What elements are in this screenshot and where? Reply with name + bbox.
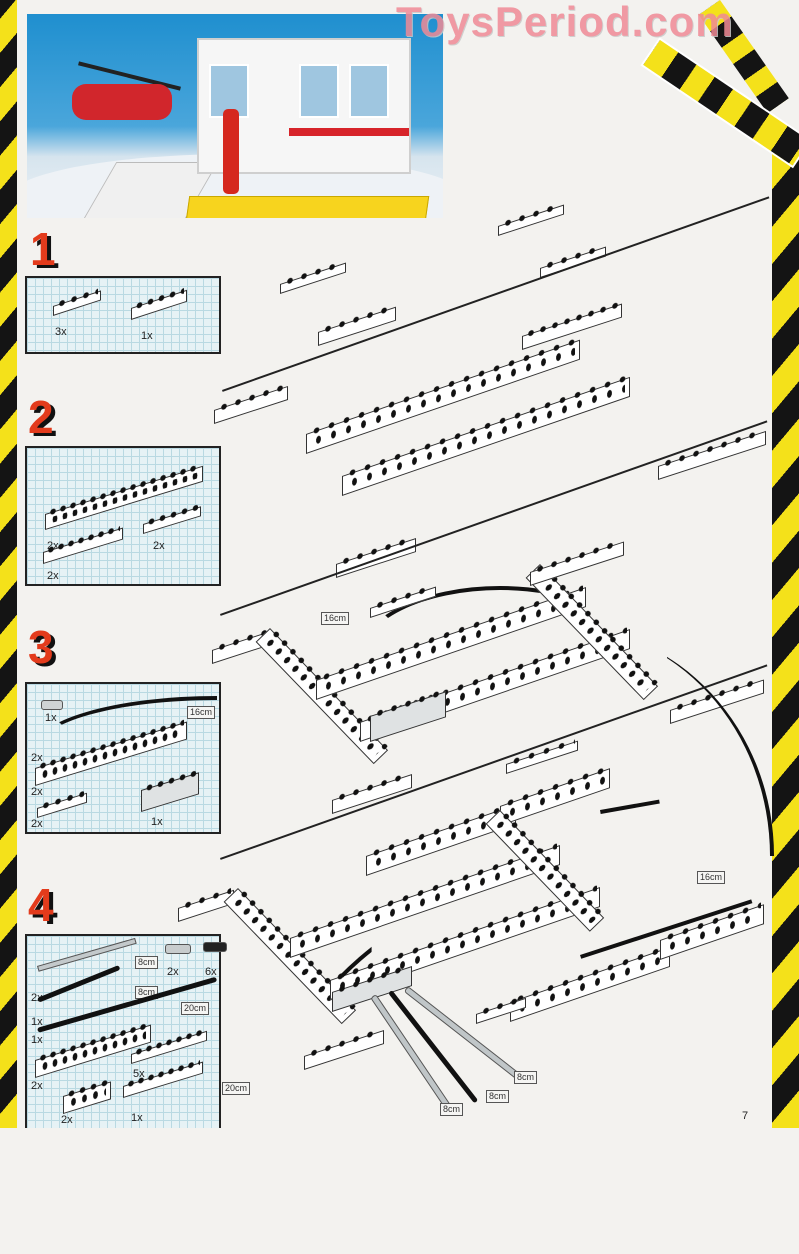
cabin-window [349,64,389,118]
helicopter [72,84,172,120]
step-number-1: 1 [30,223,56,275]
distribution-block [370,688,446,742]
plate-2x6-icon [43,524,123,564]
plate-2x4-icon [214,382,288,424]
plate-1x4-icon [506,737,578,774]
technic-beam-1x10 [500,765,610,826]
length-label: 8cm [135,956,159,969]
qty-label: 2x [31,752,43,764]
yellow-sled-base [184,196,430,218]
hose-length-label: 8cm [514,1071,538,1084]
qty-label: 2x [153,540,165,552]
black-connector-icon [203,942,227,952]
technic-beam-1x16-icon [525,563,659,701]
t-connector-icon [41,700,63,710]
hose-length-label: 8cm [440,1103,464,1116]
hose-length-label: 20cm [222,1082,251,1095]
length-label: 16cm [187,706,216,719]
red-stripe [289,128,409,136]
cabin [197,38,411,174]
grey-hose-icon [37,937,137,972]
qty-label: 1x [45,712,57,724]
parts-box-step-1: 3x 1x [25,276,221,354]
plate-1x4-icon [498,201,564,236]
qty-label: 2x [31,818,43,830]
hose-length-label: 8cm [486,1090,510,1103]
qty-label: 5x [133,1068,145,1080]
plate-2x4-icon [530,538,624,586]
qty-label: 2x [47,570,59,582]
technic-beam-1x16-icon [290,842,560,958]
qty-label: 2x [31,992,43,1004]
step-number-3: 3 [28,621,54,673]
technic-beam-1x10 [510,943,670,1022]
qty-label: 1x [31,1034,43,1046]
qty-label: 1x [141,330,153,342]
cabin-window [299,64,339,118]
step-number-4: 4 [28,879,54,931]
black-hose-8cm [600,799,660,814]
qty-label: 6x [205,966,217,978]
plate-2x6-icon [658,427,766,480]
plate-2x4-icon [318,303,396,346]
page-number: 7 [742,1110,749,1122]
plate-2x8-icon [123,1058,203,1098]
step-divider-1 [222,196,770,392]
parts-box-step-4: 8cm 2x 2x 6x 8cm 1x 20cm 1x 2x 5x 2x 1x [25,934,227,1128]
hose-length-label: 16cm [697,871,726,884]
plate-2x4-icon [143,503,201,534]
qty-label: 1x [31,1016,43,1028]
step-number-2: 2 [28,391,54,443]
cover-photo [27,14,443,218]
plate-2x4-icon [178,886,234,922]
hazard-stripe-left [0,0,17,1128]
distribution-block-icon [141,769,199,812]
length-label: 20cm [181,1002,210,1015]
technic-beam-1x4-icon [63,1078,111,1114]
hose-length-label: 16cm [321,612,350,625]
plate-2x4-icon [304,1026,384,1070]
plate-1x4-icon [280,259,346,294]
black-hose-8cm-icon [37,965,121,1003]
plate-1x4-icon [53,287,101,316]
qty-label: 2x [167,966,179,978]
hazard-stripe-right [772,150,799,1128]
qty-label: 1x [151,816,163,828]
parts-box-step-3: 1x 16cm 2x 2x 2x 1x [25,682,221,834]
minifigure [223,109,239,194]
parts-box-step-2: 2x 2x 2x [25,446,221,586]
technic-beam-1x16-icon [342,373,630,496]
grey-connector-icon [165,944,191,954]
qty-label: 2x [31,786,43,798]
qty-label: 2x [31,1080,43,1092]
plate-2x4-icon [131,286,187,320]
watermark: ToysPeriod.com [396,0,734,45]
qty-label: 2x [61,1114,73,1126]
qty-label: 1x [131,1112,143,1124]
qty-label: 3x [55,326,67,338]
plate-1x4-icon [37,789,87,818]
